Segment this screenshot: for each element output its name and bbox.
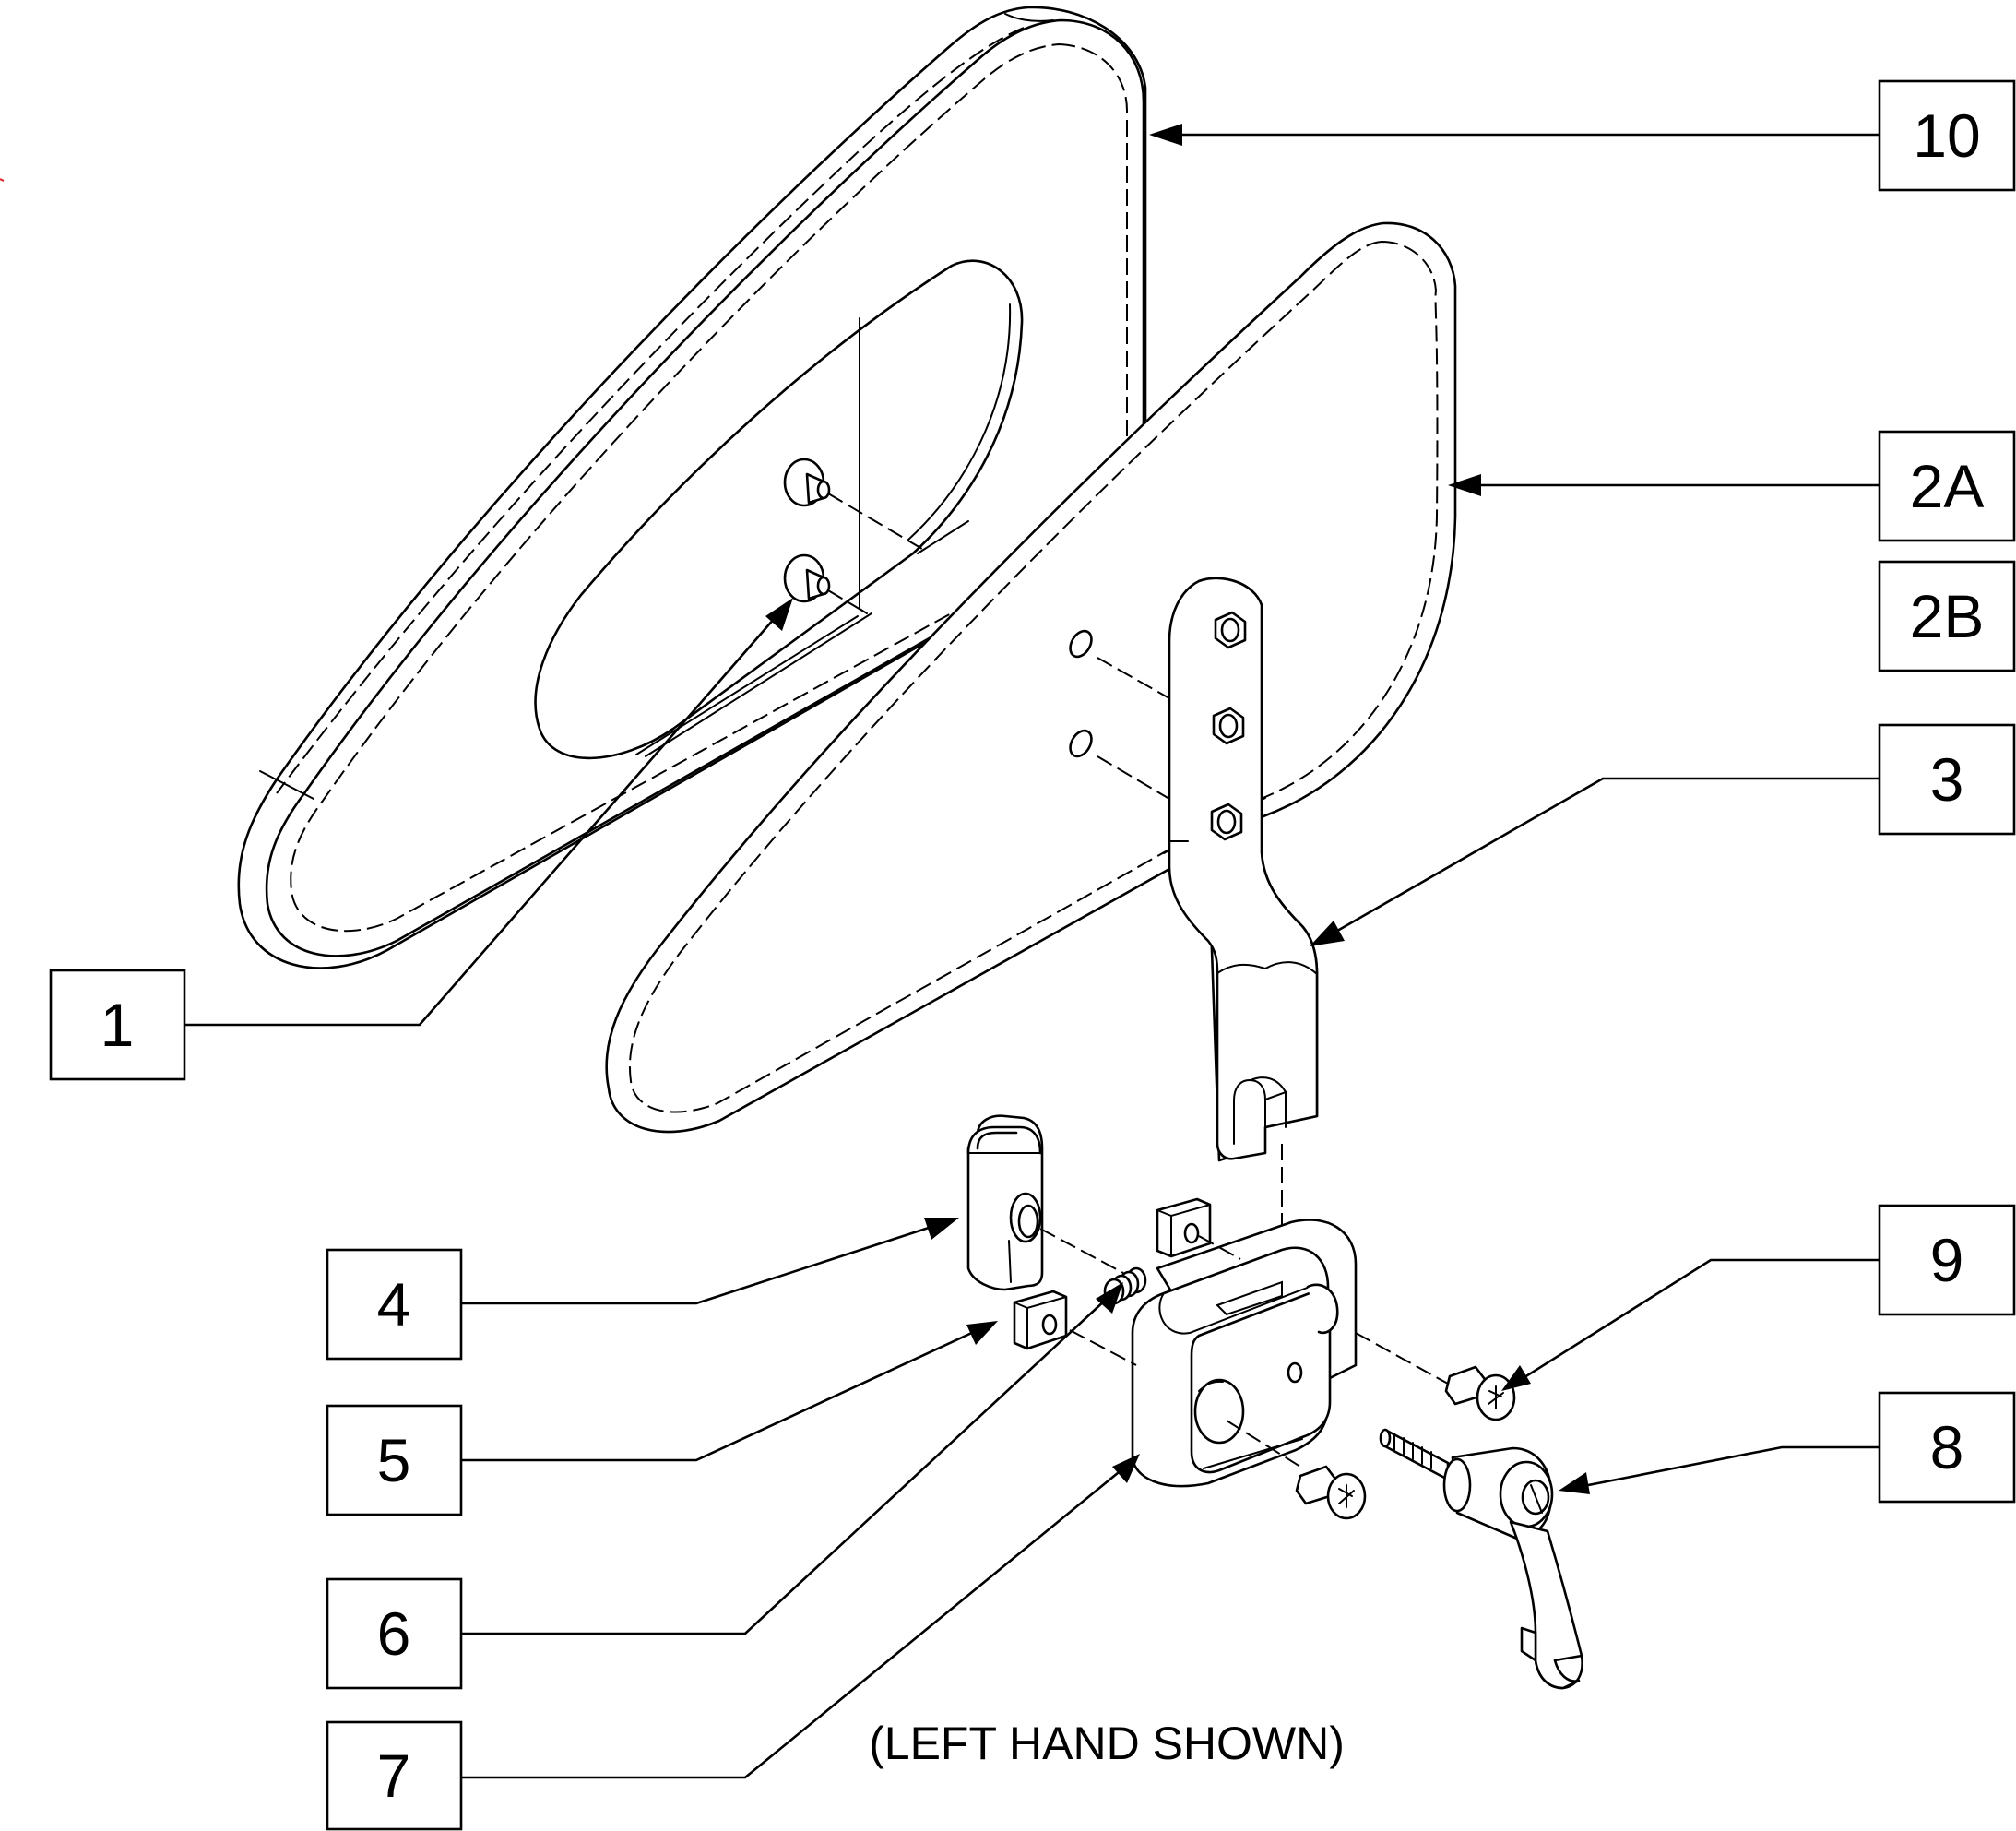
lower-block-axis bbox=[1069, 1329, 1137, 1366]
headrest-cushion bbox=[237, 6, 1147, 969]
callout-10-label: 10 bbox=[1913, 101, 1980, 170]
clamp-jaw bbox=[966, 1114, 1044, 1291]
headrest-back-plate bbox=[605, 221, 1457, 1134]
cushion-screw-bottom bbox=[783, 553, 831, 603]
plate-hole-bottom bbox=[1069, 729, 1093, 758]
upper-screw-axis bbox=[1355, 1332, 1449, 1385]
callout-8-label: 8 bbox=[1930, 1413, 1964, 1481]
callout-10: 10 bbox=[1878, 79, 2016, 192]
callout-1: 1 bbox=[49, 969, 186, 1081]
callout-6-label: 6 bbox=[377, 1599, 411, 1668]
clamping-lever bbox=[1379, 1428, 1583, 1690]
lower-screw-axis bbox=[1226, 1420, 1301, 1468]
button-head-screw-upper bbox=[1444, 1365, 1516, 1421]
callout-3-label: 3 bbox=[1930, 745, 1964, 814]
clamp-body bbox=[1131, 1219, 1358, 1488]
button-head-screw-lower bbox=[1295, 1465, 1367, 1520]
callout-9: 9 bbox=[1878, 1204, 2016, 1316]
plate-hole-axis-bottom bbox=[1097, 755, 1170, 800]
callout-2A-label: 2A bbox=[1910, 452, 1985, 520]
mounting-bracket bbox=[1168, 577, 1319, 1162]
jaw-axis bbox=[1039, 1228, 1124, 1274]
callout-3: 3 bbox=[1878, 723, 2016, 836]
callout-4: 4 bbox=[326, 1248, 463, 1361]
screw-axis-bottom bbox=[827, 589, 868, 614]
leader-arrowheads bbox=[765, 124, 1590, 1494]
callout-7-label: 7 bbox=[377, 1742, 411, 1810]
callout-2B-label: 2B bbox=[1910, 582, 1985, 650]
small-block-lower bbox=[1013, 1290, 1068, 1350]
plate-hole-axis-top bbox=[1097, 657, 1170, 699]
callout-6: 6 bbox=[326, 1577, 463, 1690]
callout-2A: 2A bbox=[1878, 430, 2016, 542]
bracket-nut-1 bbox=[1214, 611, 1247, 649]
callout-2B: 2B bbox=[1878, 560, 2016, 672]
caption-left-hand-shown: (LEFT HAND SHOWN) bbox=[869, 1718, 1345, 1769]
callout-1-label: 1 bbox=[101, 991, 135, 1059]
plate-hole-top bbox=[1069, 629, 1093, 659]
screw-axis-top bbox=[827, 493, 923, 550]
callout-8: 8 bbox=[1878, 1391, 2016, 1504]
callout-4-label: 4 bbox=[377, 1270, 411, 1338]
leader-lines bbox=[184, 133, 1880, 1779]
callout-7: 7 bbox=[326, 1720, 463, 1831]
bracket-nut-3 bbox=[1210, 803, 1243, 841]
callout-5: 5 bbox=[326, 1404, 463, 1516]
callout-9-label: 9 bbox=[1930, 1226, 1964, 1294]
upper-block-axis bbox=[1198, 1235, 1241, 1260]
cushion-screw-top bbox=[783, 458, 831, 507]
edge-mark bbox=[0, 178, 5, 182]
small-block-upper bbox=[1156, 1197, 1212, 1258]
bracket-nut-2 bbox=[1212, 707, 1245, 745]
callout-5-label: 5 bbox=[377, 1426, 411, 1494]
